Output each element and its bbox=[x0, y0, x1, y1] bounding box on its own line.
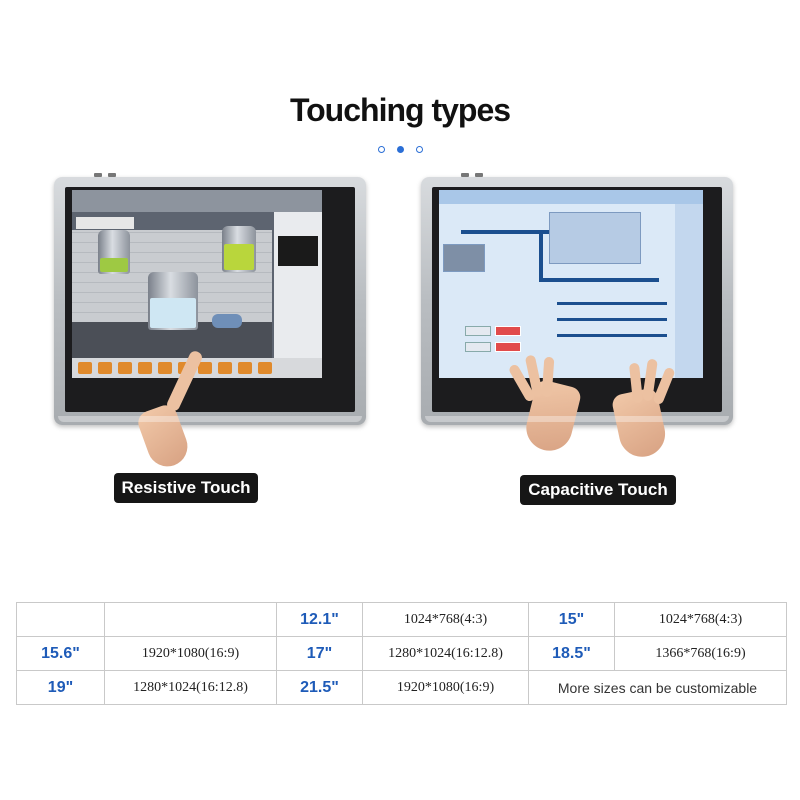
screen-size-cell: 15" bbox=[528, 602, 615, 637]
section-title: Touching types bbox=[289, 92, 511, 128]
screen-size-cell: 21.5" bbox=[276, 670, 363, 705]
capacitive-panel-pc bbox=[421, 173, 733, 462]
resolution-cell: 1366*768(16:9) bbox=[614, 636, 787, 671]
hmi-title-bar bbox=[76, 217, 134, 229]
carousel-dots bbox=[0, 146, 800, 153]
carousel-dot[interactable] bbox=[377, 146, 385, 153]
resistive-panel-pc bbox=[54, 173, 366, 473]
table-cell-empty bbox=[104, 602, 277, 637]
carousel-dot-active[interactable] bbox=[396, 146, 404, 153]
table-row: 19" 1280*1024(16:12.8) 21.5" 1920*1080(1… bbox=[16, 670, 787, 705]
table-cell-empty bbox=[16, 602, 105, 637]
industrial-hmi-screen bbox=[72, 190, 322, 378]
resolution-cell: 1280*1024(16:12.8) bbox=[362, 636, 529, 671]
screen-size-cell: 19" bbox=[16, 670, 105, 705]
capacitive-touch-label: Capacitive Touch bbox=[520, 475, 676, 505]
screen-size-cell: 17" bbox=[276, 636, 363, 671]
resolution-cell: 1920*1080(16:9) bbox=[362, 670, 529, 705]
screen-size-cell: 15.6" bbox=[16, 636, 105, 671]
resolution-cell: 1920*1080(16:9) bbox=[104, 636, 277, 671]
resistive-touch-label: Resistive Touch bbox=[114, 473, 258, 503]
table-row: 12.1" 1024*768(4:3) 15" 1024*768(4:3) bbox=[16, 602, 787, 637]
device-ports bbox=[94, 173, 116, 177]
resolution-cell: 1280*1024(16:12.8) bbox=[104, 670, 277, 705]
device-ports bbox=[461, 173, 483, 177]
screen-size-cell: 12.1" bbox=[276, 602, 363, 637]
trend-graph bbox=[278, 236, 318, 266]
carousel-dot[interactable] bbox=[415, 146, 423, 153]
screen-size-cell: 18.5" bbox=[528, 636, 615, 671]
size-resolution-table: 12.1" 1024*768(4:3) 15" 1024*768(4:3) 15… bbox=[16, 602, 787, 705]
single-finger-hand-icon bbox=[134, 401, 194, 473]
resolution-cell: 1024*768(4:3) bbox=[614, 602, 787, 637]
scada-control-screen bbox=[439, 190, 703, 378]
table-row: 15.6" 1920*1080(16:9) 17" 1280*1024(16:1… bbox=[16, 636, 787, 671]
customizable-note: More sizes can be customizable bbox=[528, 670, 787, 705]
resolution-cell: 1024*768(4:3) bbox=[362, 602, 529, 637]
